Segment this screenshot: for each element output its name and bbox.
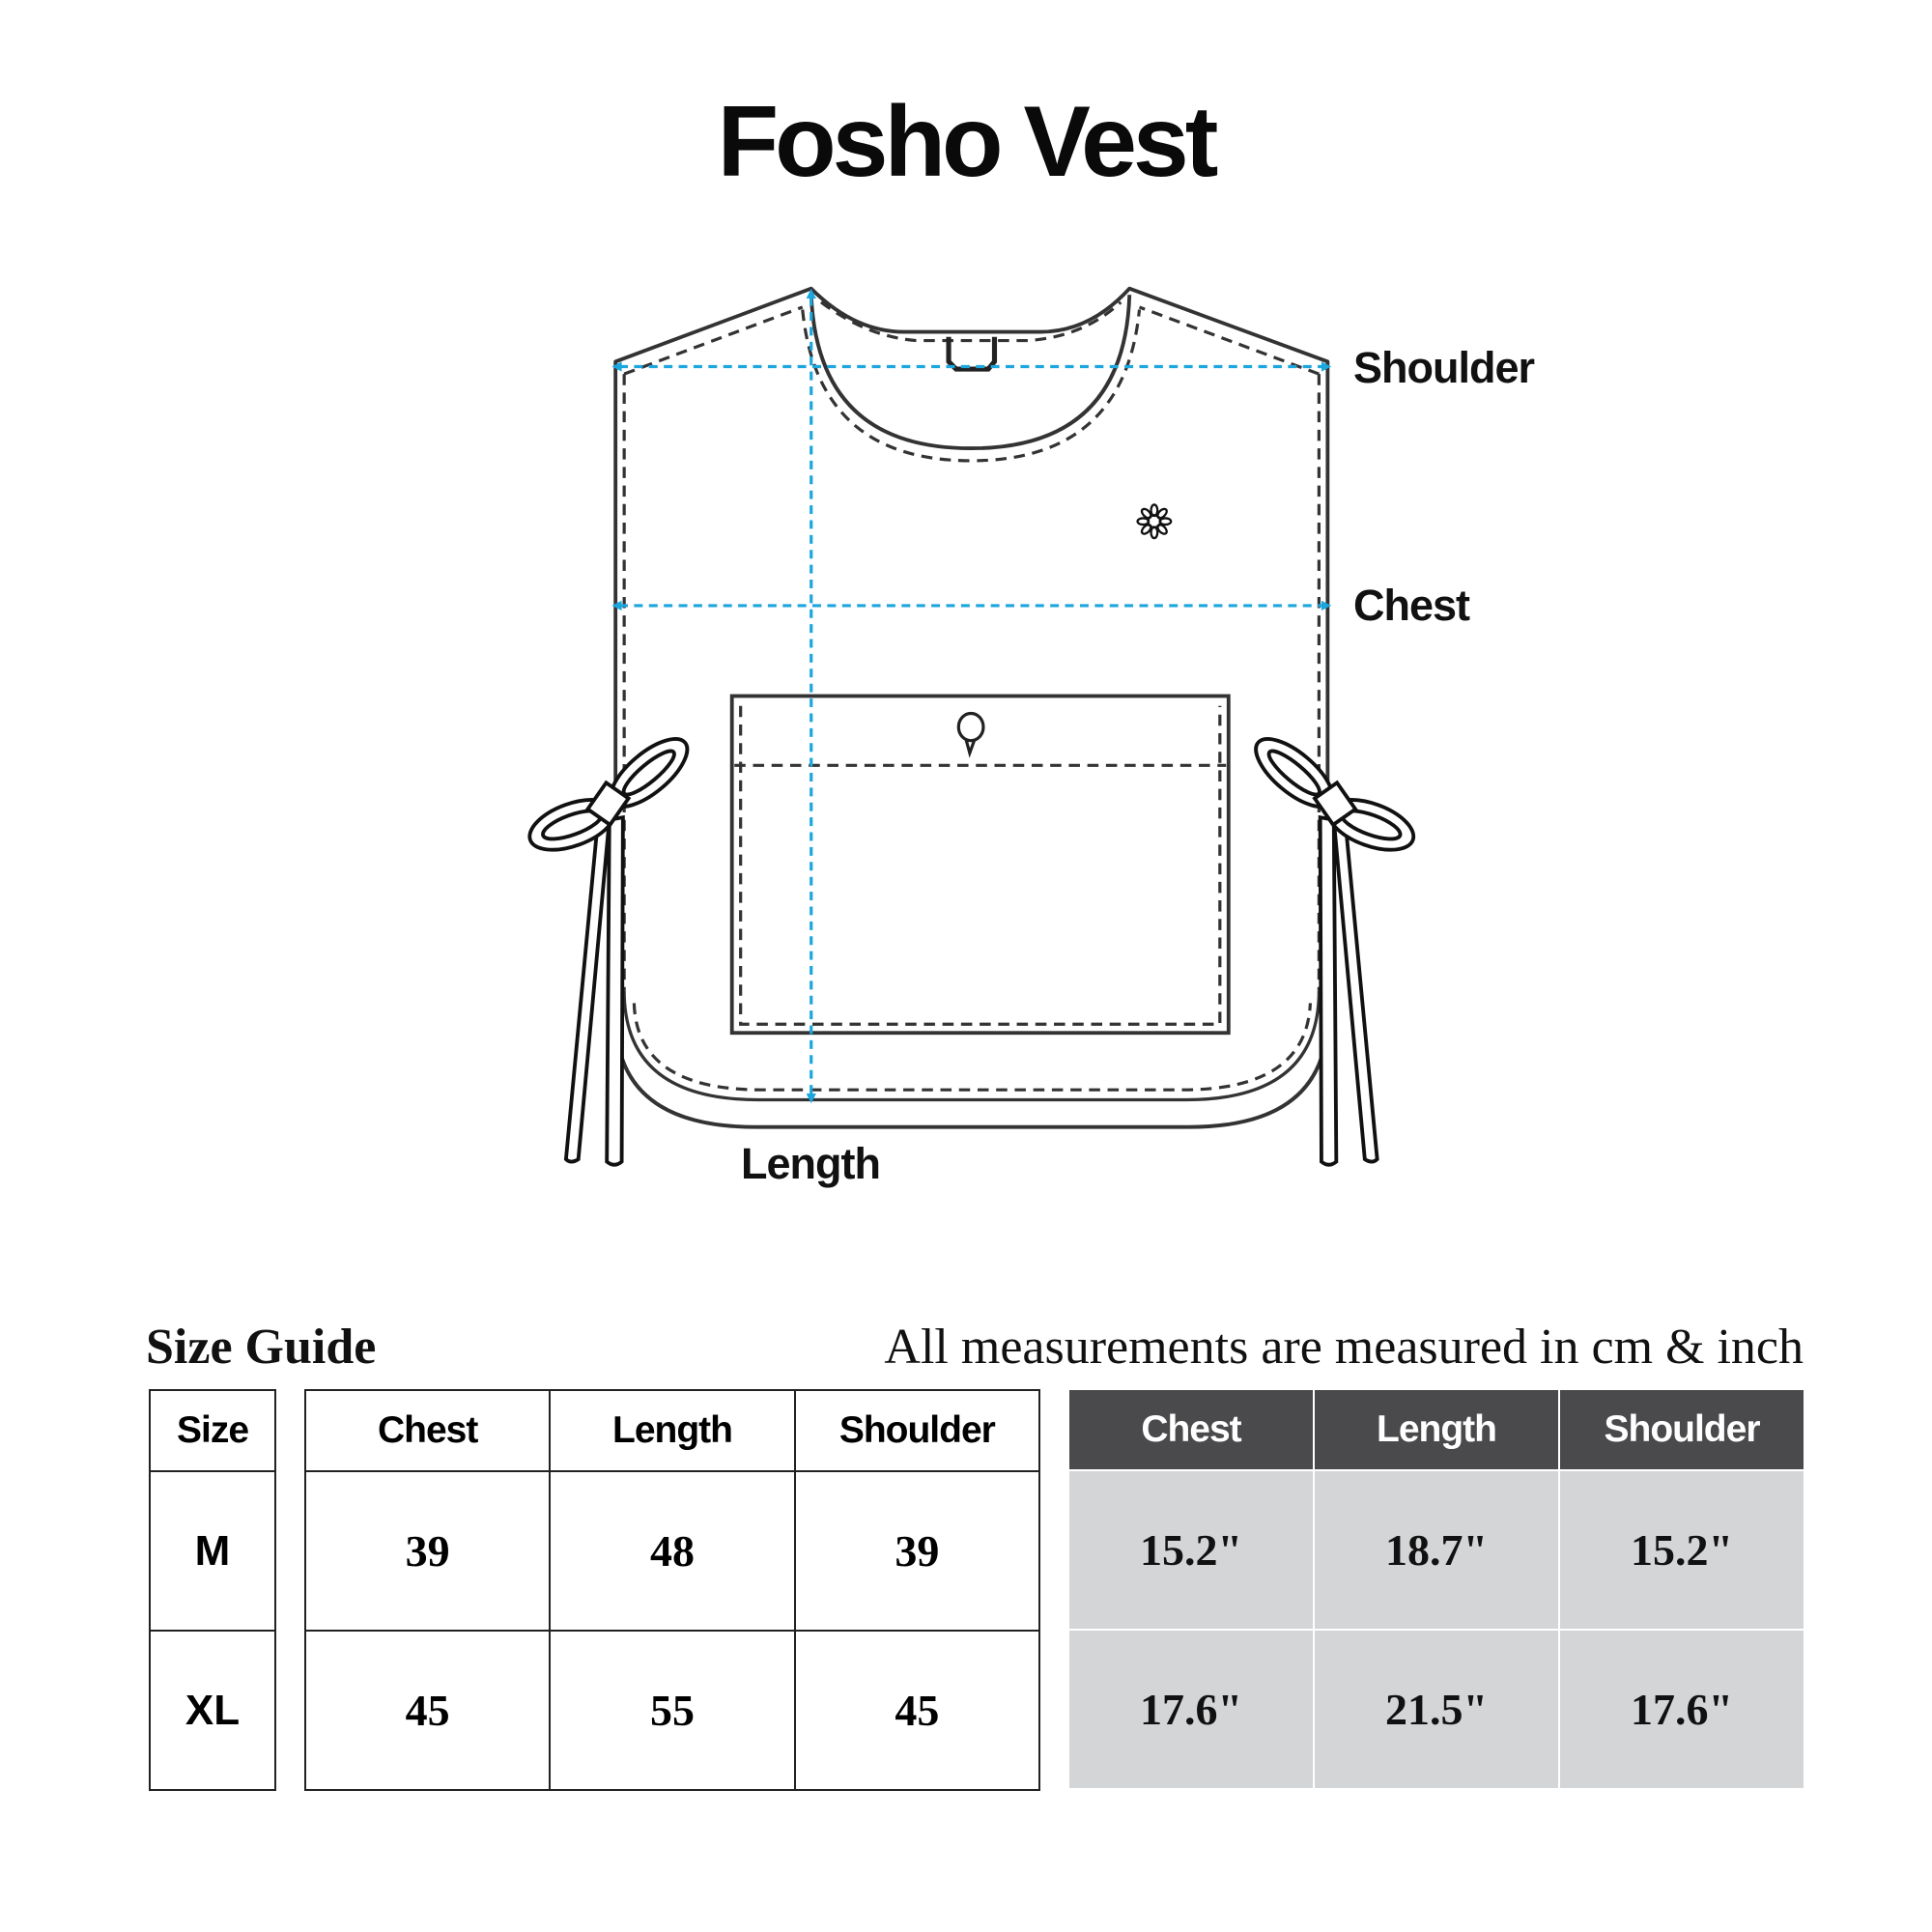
inch-cell: 15.2" [1067,1469,1315,1631]
inch-header-length: Length [1313,1388,1560,1471]
cm-header-row: Chest Length Shoulder [303,1389,1041,1472]
size-header: Size [149,1389,276,1472]
cm-cell: 55 [549,1630,796,1791]
inch-cell: 18.7" [1313,1469,1560,1631]
left-tie-icon [527,737,690,1167]
cm-cell: 39 [793,1470,1041,1632]
button-icon [956,711,985,758]
inch-cell: 17.6" [1067,1629,1315,1790]
table-row: 17.6" 21.5" 17.6" [1067,1629,1805,1790]
cm-table: Chest Length Shoulder 39 48 39 45 55 45 [303,1389,1041,1791]
flower-logo-icon [1136,503,1173,540]
table-row: 15.2" 18.7" 15.2" [1067,1469,1805,1631]
length-label: Length [741,1139,881,1188]
product-title: Fosho Vest [717,86,1219,198]
inch-table: Chest Length Shoulder 15.2" 18.7" 15.2" … [1067,1388,1805,1790]
table-row: 45 55 45 [303,1630,1041,1791]
size-guide-heading: Size Guide [146,1320,377,1375]
cm-cell: 45 [303,1630,552,1791]
inch-cell: 17.6" [1558,1629,1805,1790]
chest-label: Chest [1353,581,1470,630]
cm-header-chest: Chest [303,1389,552,1472]
cm-header-shoulder: Shoulder [793,1389,1041,1472]
measure-arrowheads [611,288,1332,1104]
size-xl: XL [149,1630,276,1791]
size-m: M [149,1470,276,1632]
right-tie-icon [1254,737,1416,1167]
shoulder-label: Shoulder [1353,343,1535,392]
size-column-table: Size M XL [149,1389,276,1791]
cm-cell: 45 [793,1630,1041,1791]
cm-cell: 48 [549,1470,796,1632]
cm-cell: 39 [303,1470,552,1632]
inch-header-shoulder: Shoulder [1558,1388,1805,1471]
inch-header-row: Chest Length Shoulder [1067,1388,1805,1471]
cm-header-length: Length [549,1389,796,1472]
inch-cell: 15.2" [1558,1469,1805,1631]
stitch-lines [622,300,1321,1092]
measurement-note: All measurements are measured in cm & in… [884,1320,1804,1375]
table-row: 39 48 39 [303,1470,1041,1632]
hanger-loop-icon [946,336,998,372]
inch-header-chest: Chest [1067,1388,1315,1471]
pocket [729,694,1231,1036]
inch-cell: 21.5" [1313,1629,1560,1790]
